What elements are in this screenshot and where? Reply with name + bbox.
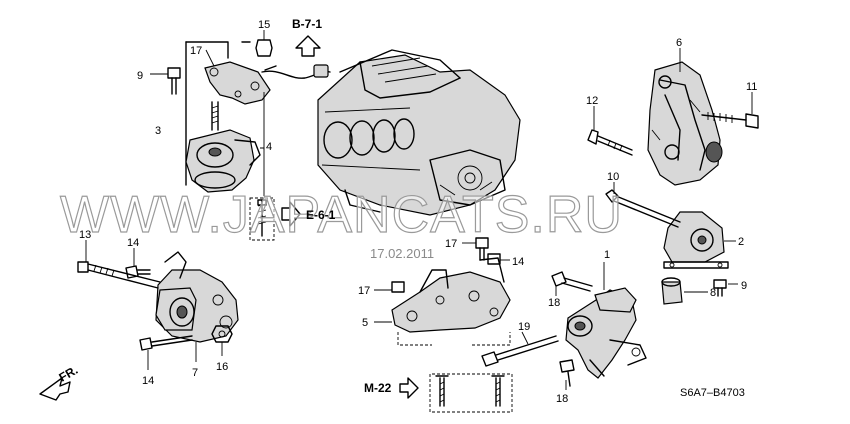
callout-16: 16 [216,361,228,373]
callout-10: 10 [607,171,619,183]
lower-right-mount [481,262,647,390]
callout-6: 6 [676,37,682,49]
right-mid-mount [605,182,738,305]
top-fasteners [150,30,273,95]
ref-e-6-1: E-6-1 [306,208,336,222]
callout-14-center: 14 [512,256,524,268]
reference-arrows [39,35,419,401]
callout-3: 3 [155,125,161,137]
callout-17-left: 17 [358,285,370,297]
callout-5: 5 [362,317,368,329]
callout-2: 2 [738,236,744,248]
date-stamp: 17.02.2011 [370,246,434,261]
ref-m-22: M-22 [364,381,392,395]
watermark-text: WWW.JAPANCATS.RU [60,186,623,244]
lower-left-mount [77,240,239,370]
ref-b-7-1: B-7-1 [292,17,322,31]
upper-right-bracket [587,48,759,186]
callout-18-lower: 18 [556,393,568,405]
callout-7: 7 [192,367,198,379]
callout-4: 4 [266,141,272,153]
callout-8: 8 [710,287,716,299]
callout-11: 11 [746,81,757,93]
callout-17-top: 17 [190,45,202,57]
callout-18-upper: 18 [548,297,560,309]
callout-14-upper-left: 14 [127,237,139,249]
center-lower-bracket [374,237,513,413]
callout-15: 15 [258,19,270,31]
callout-12: 12 [586,95,598,107]
callout-13: 13 [79,229,91,241]
callout-17-center: 17 [445,238,457,250]
callout-14-lower-left: 14 [142,375,154,387]
callout-9-left: 9 [137,70,143,82]
engine-assembly [317,49,521,216]
callout-19: 19 [518,321,530,333]
upper-left-mount [185,41,331,241]
callout-labels: 1 2 3 4 5 6 7 8 9 9 10 11 12 13 14 14 14… [79,19,757,405]
callout-1: 1 [604,249,610,261]
ref-front: FR. [57,363,81,385]
callout-9-right: 9 [741,280,747,292]
diagram-code: S6A7–B4703 [680,387,745,399]
